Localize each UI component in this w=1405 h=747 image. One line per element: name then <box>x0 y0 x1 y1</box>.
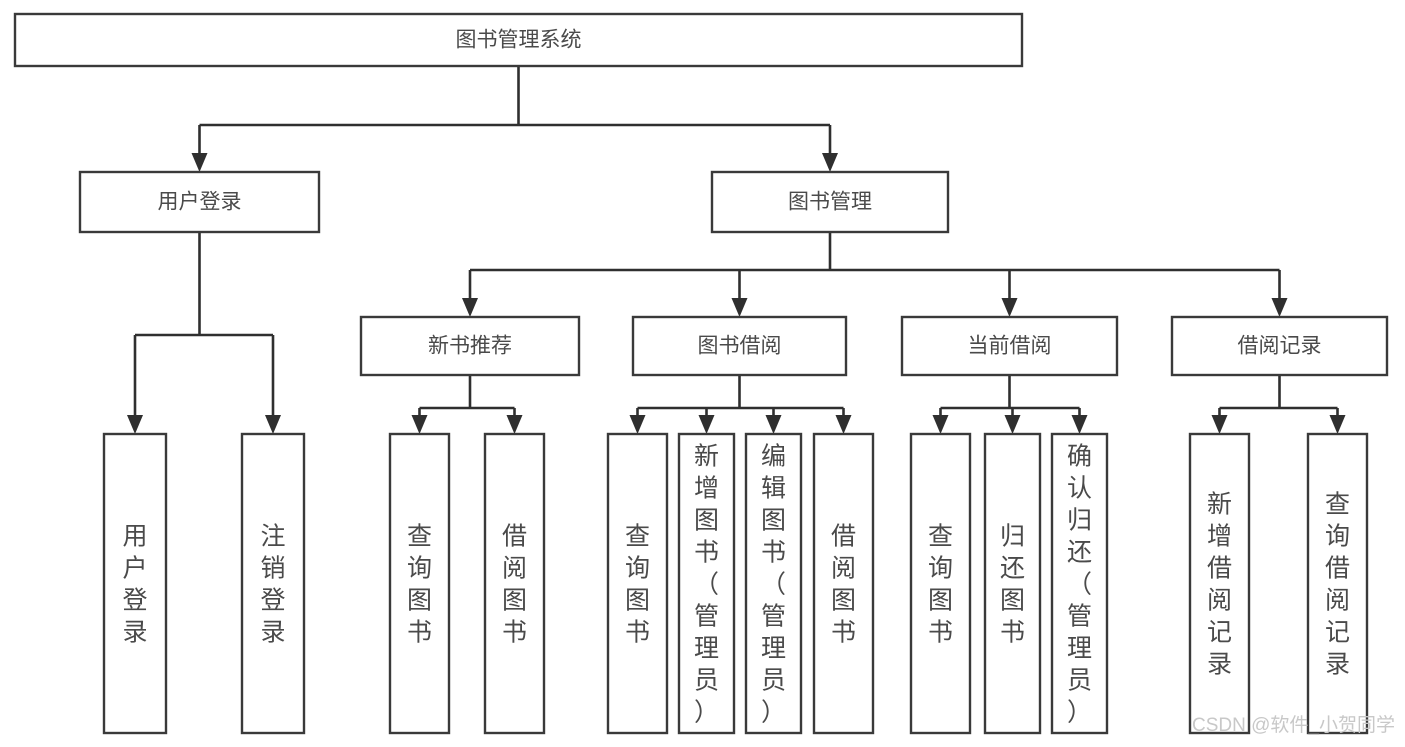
node-leaf-3[interactable] <box>483 432 546 735</box>
node-box-layer <box>13 12 1389 735</box>
node-level3-3[interactable] <box>1170 315 1389 377</box>
node-leaf-label-1: 注销登录 <box>260 522 285 646</box>
node-leaf-11[interactable] <box>1188 432 1251 735</box>
node-leaf-0[interactable] <box>102 432 168 735</box>
node-level3-label-1: 图书借阅 <box>698 335 782 358</box>
root-arrow-1 <box>822 153 838 172</box>
lv3-2-arrow-1 <box>1004 415 1021 434</box>
node-leaf-label-0: 用户登录 <box>122 522 147 646</box>
lv3-1-arrow-1 <box>698 415 715 434</box>
lv3-2-arrow-2 <box>1071 415 1088 434</box>
node-leaf-label-3: 借阅图书 <box>502 522 527 646</box>
node-level3-1[interactable] <box>631 315 848 377</box>
node-level3-0[interactable] <box>359 315 581 377</box>
node-leaf-5[interactable] <box>677 432 736 735</box>
connector-layer <box>127 66 1346 434</box>
node-leaf-label-4: 查询图书 <box>625 522 650 646</box>
node-leaf-label-9: 归还图书 <box>1000 522 1025 646</box>
bookmgmt-arrow-2 <box>1001 298 1018 317</box>
bookmgmt-arrow-0 <box>462 298 478 317</box>
lv3-1-arrow-2 <box>765 415 782 434</box>
node-leaf-label-7: 借阅图书 <box>831 522 856 646</box>
node-level2-label-0: 用户登录 <box>158 191 242 214</box>
csdn-watermark: CSDN @软件_小贺同学 <box>1192 714 1395 736</box>
node-leaf-12[interactable] <box>1306 432 1369 735</box>
node-root[interactable] <box>13 12 1024 68</box>
node-leaf-6[interactable] <box>744 432 803 735</box>
node-level2-1[interactable] <box>710 170 950 234</box>
node-level2-label-1: 图书管理 <box>788 191 872 214</box>
userlogin-arrow-0 <box>127 415 143 434</box>
node-leaf-label-6: 编辑图书（管理员） <box>761 442 786 726</box>
lv3-3-arrow-1 <box>1329 415 1346 434</box>
lv3-2-arrow-0 <box>932 415 949 434</box>
node-label-layer: 图书管理系统用户登录图书管理新书推荐图书借阅当前借阅借阅记录用户登录注销登录查询… <box>122 29 1350 727</box>
node-leaf-2[interactable] <box>388 432 451 735</box>
node-level3-label-0: 新书推荐 <box>428 335 512 358</box>
node-level3-label-2: 当前借阅 <box>968 335 1052 358</box>
node-root-label: 图书管理系统 <box>456 29 582 52</box>
node-level3-label-3: 借阅记录 <box>1238 335 1322 358</box>
lv3-3-arrow-0 <box>1211 415 1228 434</box>
node-level3-2[interactable] <box>900 315 1119 377</box>
node-leaf-label-8: 查询图书 <box>928 522 953 646</box>
node-leaf-label-5: 新增图书（管理员） <box>694 442 719 726</box>
userlogin-arrow-1 <box>265 415 281 434</box>
lv3-0-arrow-1 <box>506 415 523 434</box>
node-leaf-9[interactable] <box>983 432 1042 735</box>
node-leaf-10[interactable] <box>1050 432 1109 735</box>
node-leaf-1[interactable] <box>240 432 306 735</box>
lv3-1-arrow-0 <box>629 415 646 434</box>
node-leaf-label-12: 查询借阅记录 <box>1325 490 1350 678</box>
root-arrow-0 <box>191 153 208 172</box>
node-leaf-label-10: 确认归还（管理员） <box>1067 442 1092 726</box>
node-leaf-label-11: 新增借阅记录 <box>1207 490 1232 678</box>
node-leaf-7[interactable] <box>812 432 875 735</box>
bookmgmt-arrow-3 <box>1271 298 1288 317</box>
bookmgmt-arrow-1 <box>731 298 748 317</box>
node-leaf-4[interactable] <box>606 432 669 735</box>
lv3-0-arrow-0 <box>411 415 428 434</box>
node-leaf-label-2: 查询图书 <box>407 522 432 646</box>
node-leaf-8[interactable] <box>909 432 972 735</box>
node-level2-0[interactable] <box>78 170 321 234</box>
lv3-1-arrow-3 <box>835 415 852 434</box>
